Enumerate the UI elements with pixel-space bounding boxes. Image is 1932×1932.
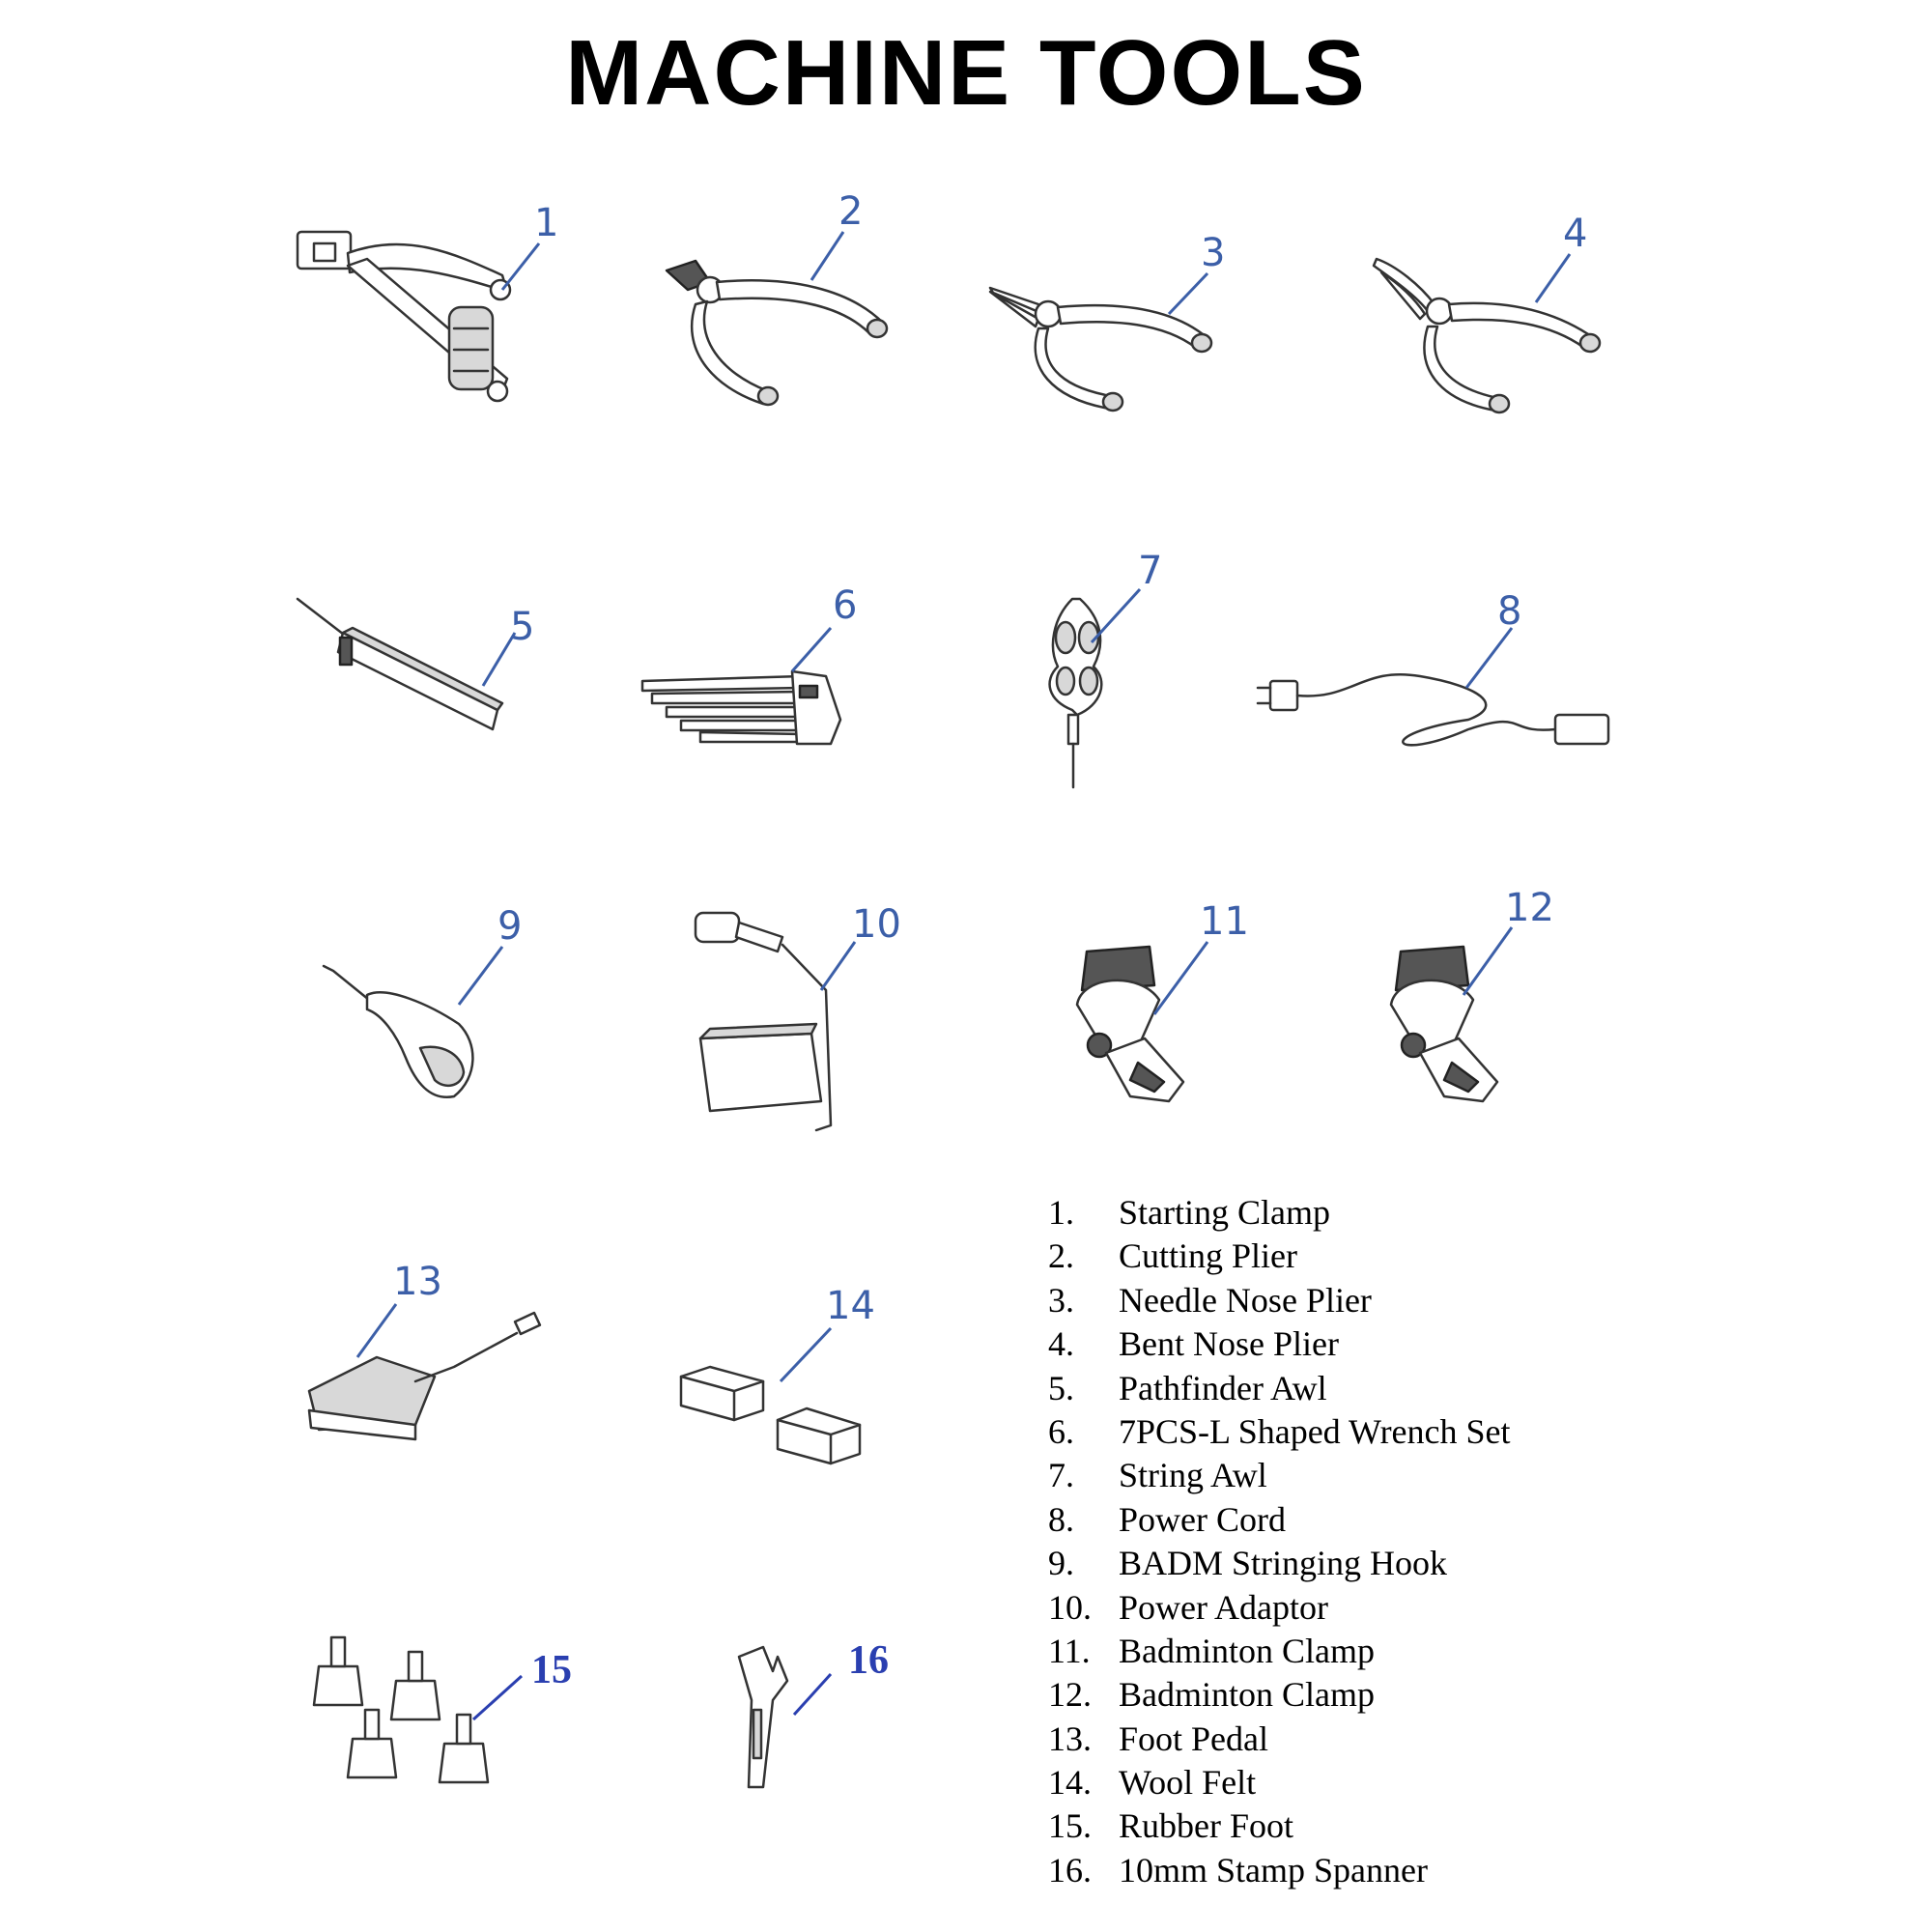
cutting-plier-drawing — [665, 259, 889, 407]
rubber-foot-drawing — [312, 1635, 490, 1784]
string-awl-drawing — [1048, 597, 1103, 789]
part-name: Bent Nose Plier — [1119, 1324, 1339, 1364]
leader-line-8 — [1464, 627, 1514, 689]
callout-number-7: 7 — [1138, 549, 1162, 593]
part-name: Badminton Clamp — [1119, 1675, 1375, 1715]
leader-line-3 — [1167, 271, 1209, 316]
part-number: 3. — [1048, 1280, 1074, 1320]
list-item: 9. BADM Stringing Hook — [1048, 1542, 1511, 1585]
wool-felt-drawing — [679, 1365, 862, 1465]
stamp-spanner-drawing — [737, 1645, 789, 1789]
bent-nose-plier-drawing — [1372, 257, 1602, 414]
list-item: 6. 7PCS-L Shaped Wrench Set — [1048, 1410, 1511, 1454]
leader-line-12 — [1462, 926, 1514, 996]
list-item: 13. Foot Pedal — [1048, 1718, 1511, 1761]
part-number: 1. — [1048, 1193, 1074, 1232]
part-number: 10. — [1048, 1587, 1092, 1627]
list-item: 11. Badminton Clamp — [1048, 1630, 1511, 1673]
leader-line-5 — [481, 632, 517, 687]
part-number: 16. — [1048, 1850, 1092, 1889]
list-item: 7. String Awl — [1048, 1454, 1511, 1497]
list-item: 10. Power Adaptor — [1048, 1586, 1511, 1630]
callout-number-10: 10 — [852, 902, 901, 947]
part-number: 14. — [1048, 1763, 1092, 1803]
part-number: 8. — [1048, 1499, 1074, 1539]
callout-number-14: 14 — [826, 1284, 875, 1328]
part-name: Power Cord — [1119, 1499, 1286, 1539]
leader-line-6 — [790, 627, 833, 672]
callout-number-2: 2 — [838, 189, 863, 234]
leader-line-13 — [355, 1303, 398, 1358]
callout-number-5: 5 — [510, 605, 534, 649]
parts-list: 1. Starting Clamp 2. Cutting Plier 3. Needl… — [1048, 1191, 1511, 1892]
page-title: MACHINE TOOLS — [565, 21, 1367, 125]
part-name: Wool Felt — [1119, 1763, 1257, 1803]
callout-number-6: 6 — [833, 583, 857, 628]
part-name: Power Adaptor — [1119, 1587, 1328, 1627]
part-number: 12. — [1048, 1675, 1092, 1715]
leader-line-9 — [457, 946, 504, 1006]
power-cord-drawing — [1256, 673, 1610, 747]
part-number: 2. — [1048, 1236, 1074, 1276]
callout-number-9: 9 — [497, 904, 522, 949]
callout-number-4: 4 — [1563, 212, 1587, 256]
part-name: Cutting Plier — [1119, 1236, 1298, 1276]
part-name: Needle Nose Plier — [1119, 1280, 1372, 1320]
callout-number-3: 3 — [1201, 231, 1225, 275]
badminton-clamp-1-drawing — [1075, 945, 1185, 1103]
part-name: 7PCS-L Shaped Wrench Set — [1119, 1411, 1511, 1451]
list-item: 5. Pathfinder Awl — [1048, 1367, 1511, 1410]
leader-line-16 — [792, 1672, 833, 1717]
part-number: 13. — [1048, 1719, 1092, 1758]
leader-line-4 — [1534, 253, 1572, 303]
part-number: 4. — [1048, 1324, 1074, 1364]
list-item: 15. Rubber Foot — [1048, 1804, 1511, 1848]
part-name: String Awl — [1119, 1456, 1267, 1495]
leader-line-2 — [810, 231, 845, 281]
part-name: Starting Clamp — [1119, 1193, 1330, 1232]
part-number: 5. — [1048, 1368, 1074, 1407]
list-item: 8. Power Cord — [1048, 1498, 1511, 1542]
callout-number-1: 1 — [534, 201, 558, 245]
list-item: 14. Wool Felt — [1048, 1761, 1511, 1804]
list-item: 2. Cutting Plier — [1048, 1235, 1511, 1278]
callout-number-16: 16 — [848, 1638, 889, 1683]
part-number: 15. — [1048, 1806, 1092, 1846]
list-item: 16. 10mm Stamp Spanner — [1048, 1849, 1511, 1892]
power-adaptor-drawing — [694, 911, 833, 1132]
part-number: 7. — [1048, 1456, 1074, 1495]
badminton-clamp-2-drawing — [1389, 945, 1499, 1103]
callout-number-12: 12 — [1505, 886, 1554, 930]
part-name: BADM Stringing Hook — [1119, 1544, 1448, 1583]
foot-pedal-drawing — [307, 1311, 542, 1441]
list-item: 12. Badminton Clamp — [1048, 1673, 1511, 1717]
part-name: 10mm Stamp Spanner — [1119, 1850, 1428, 1889]
leader-line-1 — [500, 242, 541, 291]
callout-number-13: 13 — [393, 1260, 442, 1304]
part-name: Foot Pedal — [1119, 1719, 1269, 1758]
part-number: 11. — [1048, 1631, 1091, 1670]
callout-number-11: 11 — [1200, 899, 1249, 944]
leader-line-14 — [779, 1326, 833, 1383]
list-item: 4. Bent Nose Plier — [1048, 1322, 1511, 1366]
callout-number-15: 15 — [531, 1648, 572, 1692]
part-name: Pathfinder Awl — [1119, 1368, 1327, 1407]
leader-line-11 — [1152, 941, 1209, 1015]
leader-line-7 — [1090, 587, 1142, 644]
leader-line-15 — [471, 1674, 524, 1721]
list-item: 3. Needle Nose Plier — [1048, 1279, 1511, 1322]
part-number: 9. — [1048, 1544, 1074, 1583]
part-name: Rubber Foot — [1119, 1806, 1294, 1846]
leader-line-10 — [819, 941, 857, 991]
starting-clamp-drawing — [296, 230, 512, 403]
wrench-set-drawing — [640, 669, 842, 746]
needle-nose-plier-drawing — [988, 286, 1213, 412]
part-name: Badminton Clamp — [1119, 1631, 1375, 1670]
part-number: 6. — [1048, 1411, 1074, 1451]
stringing-hook-drawing — [322, 964, 474, 1099]
pathfinder-awl-drawing — [296, 597, 504, 731]
list-item: 1. Starting Clamp — [1048, 1191, 1511, 1235]
callout-number-8: 8 — [1497, 589, 1521, 634]
